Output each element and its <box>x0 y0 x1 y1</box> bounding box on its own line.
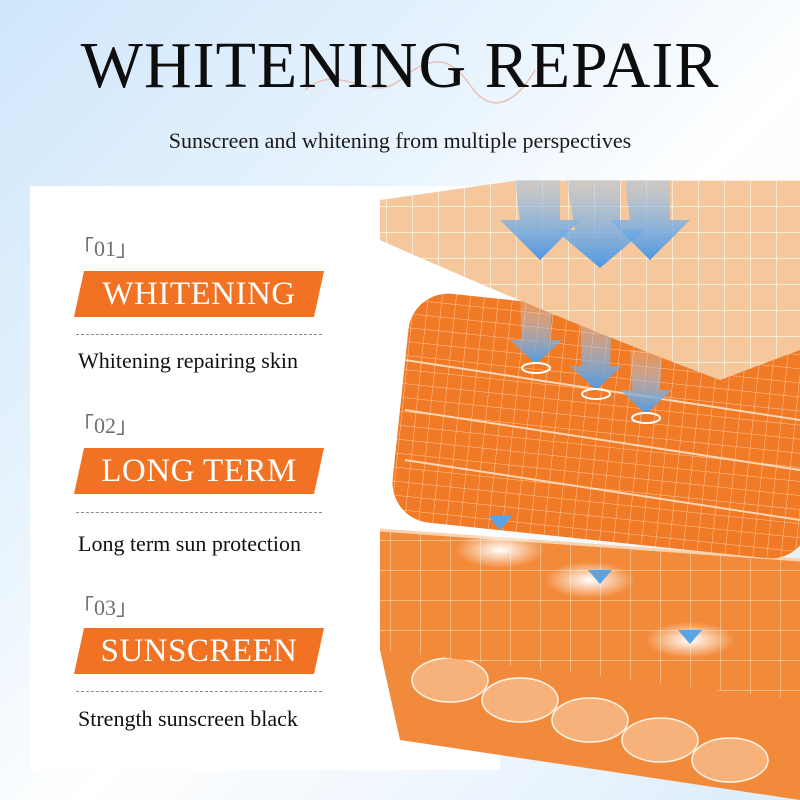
feature-number-3: 「03」 <box>72 595 139 620</box>
down-arrow-icon <box>500 180 690 268</box>
top-skin-layer <box>380 180 800 380</box>
feature-banner-3: SUNSCREEN <box>74 628 324 674</box>
feature-description-3: Strength sunscreen black <box>78 706 298 731</box>
divider <box>76 334 322 335</box>
lower-skin-layer <box>379 528 800 700</box>
banner-shape <box>74 628 324 674</box>
skin-layer-illustration <box>379 180 800 800</box>
feature-description-1: Whitening repairing skin <box>78 348 298 373</box>
feature-banner-2: LONG TERM <box>74 448 324 494</box>
feature-label-2: LONG TERM <box>101 453 297 489</box>
page-subtitle: Sunscreen and whitening from multiple pe… <box>168 128 632 153</box>
feature-banner-1: WHITENING <box>74 271 324 317</box>
divider <box>76 691 322 692</box>
feature-description-2: Long term sun protection <box>78 531 302 556</box>
down-arrow-icon <box>488 516 702 644</box>
divider <box>76 512 322 513</box>
feature-label-3: SUNSCREEN <box>100 633 298 669</box>
feature-label-1: WHITENING <box>102 276 296 312</box>
feature-number-1: 「01」 <box>72 236 139 261</box>
banner-shape <box>74 448 324 494</box>
decorative-swirl <box>304 61 536 104</box>
page-title: WHITENING REPAIR <box>80 29 720 102</box>
feature-number-2: 「02」 <box>72 413 139 438</box>
banner-shape <box>74 271 324 317</box>
